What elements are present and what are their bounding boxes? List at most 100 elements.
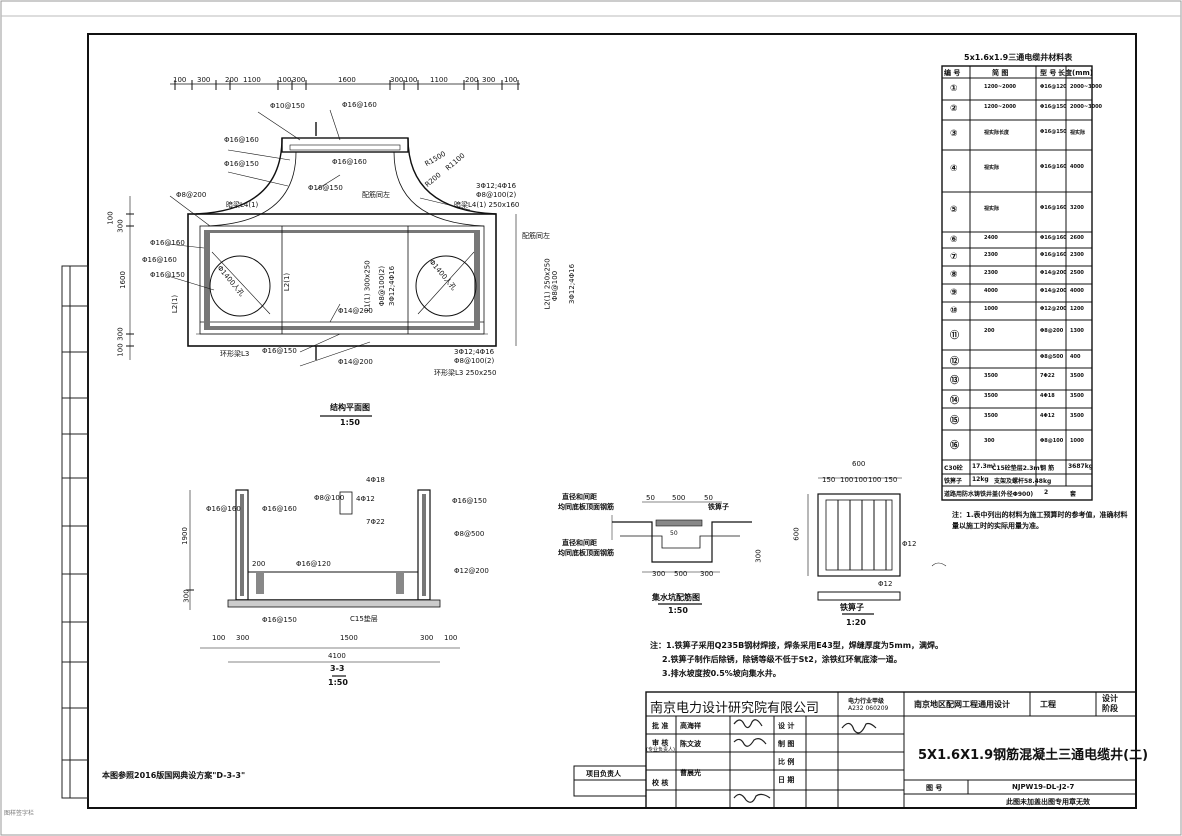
table-cell-type: 4Φ12 — [1040, 413, 1055, 419]
table-cell-type: Φ12@200 — [1040, 306, 1067, 312]
table-header-cell: 简 图 — [992, 69, 1009, 77]
table-cell-length: 3500 — [1070, 373, 1084, 379]
dim-label: 100 — [840, 476, 854, 484]
table-cell-sketch: 4000 — [984, 288, 998, 294]
dim-label: 1100 — [243, 76, 261, 84]
table-footer-cell: 道路用防水铸铁井盖(外径Φ900) — [944, 491, 1034, 498]
dim-label: 150 — [822, 476, 836, 484]
rebar-label: Φ16@160 — [206, 505, 241, 513]
drawing-number: NJPW19-DL-J2-7 — [1012, 783, 1075, 791]
rebar-label: Φ16@120 — [296, 560, 331, 568]
table-note: 注：1.表中列出的材料为施工预算时的参考值，准确材料量以施工时的实际用量为准。 — [952, 511, 1128, 530]
rebar-label: Φ10@150 — [270, 102, 305, 110]
table-cell-sketch: 视实际 — [984, 165, 1000, 171]
dim-label: 1900 — [180, 527, 189, 545]
dim-label: 100 — [212, 634, 226, 642]
table-cell-length: 1300 — [1070, 328, 1084, 334]
rebar-label: Φ12@200 — [454, 567, 489, 575]
table-footer-cell: 支架及螺杆58.48kg — [994, 478, 1052, 485]
cert-number: A232 060209 — [848, 705, 889, 712]
table-cell-type: Φ16@120 — [1040, 84, 1067, 90]
table-cell-sketch: 2300 — [984, 252, 998, 258]
rebar-label: Φ16@150 — [224, 160, 259, 168]
rebar-label: Φ16@150 — [262, 616, 297, 624]
beam-label: 暗梁L4(1) 250x160 — [454, 201, 520, 209]
dim-label: 300 — [754, 549, 763, 563]
table-cell-no: ⑭ — [950, 396, 960, 406]
table-cell-sketch: 1200~2000 — [984, 104, 1017, 110]
title-block-grid — [573, 691, 1137, 809]
beam-label: 暗梁L4(1) — [226, 201, 259, 209]
approve-name: 高海祥 — [680, 722, 701, 730]
dim-label: 50 — [646, 494, 655, 502]
bedding-label: C15垫层 — [350, 615, 378, 623]
date-label: 日 期 — [778, 776, 795, 784]
plan-title: 结构平面图 — [330, 403, 370, 412]
rebar-label: Φ8@100(2) — [454, 357, 495, 365]
beam-label: L1(1) 300x250 — [363, 260, 372, 312]
table-cell-no: ① — [950, 84, 958, 94]
dim-label: 200 — [252, 560, 266, 568]
table-cell-type: Φ16@150 — [1040, 104, 1067, 110]
dim-label: 300 — [116, 327, 125, 341]
signature-pizhun — [733, 719, 763, 729]
scale-label: 比 例 — [778, 758, 795, 766]
table-cell-type: Φ14@200 — [1040, 288, 1067, 294]
table-title: 5x1.6x1.9三通电缆井材料表 — [964, 53, 1073, 62]
drawing-number-label: 图 号 — [926, 784, 943, 792]
note-line: 3.排水坡度按0.5%坡向集水井。 — [662, 669, 781, 678]
table-cell-type: Φ8@200 — [1040, 328, 1064, 334]
dim-label: 100 — [504, 76, 518, 84]
dim-label: 100 — [106, 211, 115, 225]
iron-grate — [807, 477, 947, 615]
bar-label: Φ12 — [878, 580, 893, 588]
table-cell-length: 1200 — [1070, 306, 1084, 312]
table-cell-no: ⑦ — [950, 252, 958, 262]
signature-sheji — [841, 722, 877, 734]
table-header-cell: 长度(mm) — [1058, 69, 1093, 77]
table-cell-no: ⑯ — [950, 441, 960, 451]
design-stage: 设计 阶段 — [1102, 694, 1118, 713]
table-cell-sketch: 300 — [984, 438, 995, 444]
dim-label: 300 — [116, 219, 125, 233]
sump-label: 均同底板顶面钢筋 — [558, 549, 614, 557]
table-cell-length: 3500 — [1070, 413, 1084, 419]
table-cell-length: 2000~3000 — [1070, 84, 1103, 90]
table-cell-length: 2600 — [1070, 235, 1084, 241]
dim-label: 150 — [884, 476, 898, 484]
table-cell-length: 4000 — [1070, 164, 1084, 170]
dim-label: 100 — [444, 634, 458, 642]
drawing-title: 5X1.6X1.9钢筋混凝土三通电缆井(二) — [918, 748, 1149, 763]
beam-label: 环形梁L3 250x250 — [434, 369, 497, 377]
dim-label: 500 — [672, 494, 686, 502]
table-cell-no: ⑫ — [950, 357, 960, 367]
table-cell-no: ④ — [950, 164, 958, 174]
table-cell-type: 7Φ22 — [1040, 373, 1055, 379]
sump-label: 直径和间距 — [562, 493, 597, 501]
rebar-label: Φ8@200 — [176, 191, 207, 199]
design-label: 设 计 — [778, 722, 795, 730]
dim-label: 100 — [854, 476, 868, 484]
left-signature-strip — [61, 265, 89, 799]
dim-label: 100 — [173, 76, 187, 84]
dim-label: 100 — [116, 343, 125, 357]
table-cell-no: ⑥ — [950, 235, 958, 245]
table-cell-sketch: 2400 — [984, 235, 998, 241]
dim-label: 1600 — [338, 76, 356, 84]
rebar-label: 7Φ22 — [366, 518, 385, 526]
table-footer-cell: 钢 筋 — [1040, 465, 1055, 472]
rebar-label: 3Φ12;4Φ16 — [454, 348, 495, 356]
rebar-label: Φ16@160 — [332, 158, 367, 166]
rebar-label: Φ16@160 — [342, 101, 377, 109]
table-cell-length: 视实际 — [1070, 130, 1086, 136]
dim-label: 500 — [674, 570, 688, 578]
table-cell-length: 2500 — [1070, 270, 1084, 276]
cert-label: 电力行业甲级 — [848, 698, 885, 705]
table-footer-cell: 12kg — [972, 476, 989, 483]
signatures — [733, 719, 877, 803]
dim-label: 300 — [700, 570, 714, 578]
strip-label: 图样签字栏 — [4, 810, 35, 817]
table-cell-length: 4000 — [1070, 288, 1084, 294]
dim-label: 300 — [390, 76, 404, 84]
